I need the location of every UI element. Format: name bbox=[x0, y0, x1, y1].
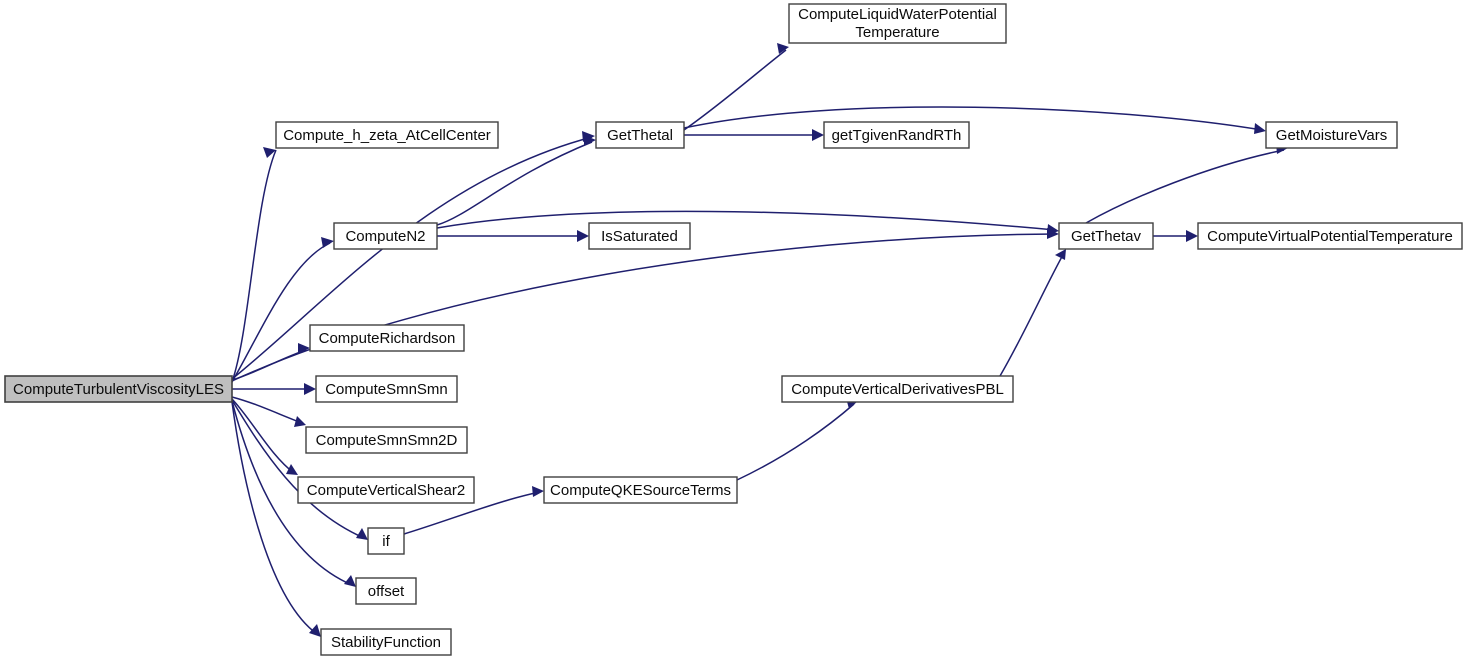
arrowhead-icon bbox=[298, 343, 310, 354]
node-cvpt[interactable]: ComputeVirtualPotentialTemperature bbox=[1197, 222, 1463, 250]
node-label-stab: StabilityFunction bbox=[331, 634, 441, 651]
node-box-smn2d[interactable] bbox=[305, 426, 468, 454]
arrowhead-icon bbox=[777, 43, 789, 54]
node-box-smn[interactable] bbox=[315, 375, 458, 403]
node-vdpbl[interactable]: ComputeVerticalDerivativesPBL bbox=[781, 375, 1014, 403]
node-layer: ComputeTurbulentViscosityLES Compute_h_ze… bbox=[4, 3, 1463, 656]
arrowhead-icon bbox=[286, 464, 298, 475]
edge-root-to-stab bbox=[231, 401, 318, 635]
arrowhead-icon bbox=[584, 135, 596, 146]
edge-thetal-to-clwpt1 bbox=[683, 49, 787, 131]
node-box-vdpbl[interactable] bbox=[781, 375, 1014, 403]
edge-root-to-if bbox=[231, 399, 365, 539]
node-stab[interactable]: StabilityFunction bbox=[320, 628, 452, 656]
node-box-rich[interactable] bbox=[309, 324, 465, 352]
node-shear[interactable]: ComputeVerticalShear2 bbox=[297, 476, 475, 504]
node-box-stab[interactable] bbox=[320, 628, 452, 656]
edge-if-to-qke bbox=[403, 491, 541, 535]
node-label-clwpt1: ComputeLiquidWaterPotential bbox=[798, 6, 997, 23]
node-box-issat[interactable] bbox=[588, 222, 691, 250]
edge-root-to-smn2d bbox=[231, 396, 303, 424]
node-box-offset[interactable] bbox=[355, 577, 417, 605]
node-box-thetal[interactable] bbox=[595, 121, 685, 149]
node-if[interactable]: if bbox=[367, 527, 405, 555]
edge-root-to-rich bbox=[231, 349, 307, 381]
arrowhead-icon bbox=[294, 416, 306, 427]
node-qke[interactable]: ComputeQKESourceTerms bbox=[543, 476, 738, 504]
node-label-thetal: GetThetal bbox=[607, 127, 673, 144]
node-thetal[interactable]: GetThetal bbox=[595, 121, 685, 149]
arrowhead-icon bbox=[1186, 230, 1198, 242]
node-label-clwpt1-line2: Temperature bbox=[855, 24, 939, 41]
node-box-qke[interactable] bbox=[543, 476, 738, 504]
node-rich[interactable]: ComputeRichardson bbox=[309, 324, 465, 352]
arrowhead-icon bbox=[532, 486, 544, 497]
arrowhead-icon bbox=[304, 383, 316, 395]
arrowhead-icon bbox=[309, 624, 321, 637]
node-label-issat: IsSaturated bbox=[601, 228, 678, 245]
node-label-qke: ComputeQKESourceTerms bbox=[550, 482, 731, 499]
node-offset[interactable]: offset bbox=[355, 577, 417, 605]
node-label-n2: ComputeN2 bbox=[345, 228, 425, 245]
node-box-clwpt1[interactable] bbox=[788, 3, 1007, 44]
edge-n2-to-thetav bbox=[436, 210, 1056, 231]
node-label-root: ComputeTurbulentViscosityLES bbox=[13, 381, 224, 398]
node-box-n2[interactable] bbox=[333, 222, 438, 250]
node-smn[interactable]: ComputeSmnSmn bbox=[315, 375, 458, 403]
node-hzeta[interactable]: Compute_h_zeta_AtCellCenter bbox=[275, 121, 499, 149]
edge-vdpbl-to-thetav bbox=[999, 252, 1065, 377]
edge-root-to-offset bbox=[231, 400, 353, 586]
node-box-moist[interactable] bbox=[1265, 121, 1398, 149]
edge-qke-to-vdpbl bbox=[736, 403, 855, 481]
node-issat[interactable]: IsSaturated bbox=[588, 222, 691, 250]
node-smn2d[interactable]: ComputeSmnSmn2D bbox=[305, 426, 468, 454]
arrowhead-icon bbox=[1254, 123, 1266, 134]
node-box-root[interactable] bbox=[4, 375, 233, 403]
node-label-offset: offset bbox=[368, 583, 405, 600]
edge-root-to-hzeta bbox=[231, 149, 277, 383]
arrowhead-icon bbox=[812, 129, 824, 141]
node-label-tgiven: getTgivenRandRTh bbox=[832, 127, 962, 144]
node-n2[interactable]: ComputeN2 bbox=[333, 222, 438, 250]
node-box-if[interactable] bbox=[367, 527, 405, 555]
edge-layer bbox=[231, 43, 1288, 637]
arrowhead-icon bbox=[344, 575, 356, 587]
arrowhead-icon bbox=[1055, 249, 1066, 260]
edge-thetav-to-moist bbox=[1085, 149, 1285, 224]
edge-root-to-shear bbox=[231, 398, 295, 474]
node-label-smn: ComputeSmnSmn bbox=[325, 381, 448, 398]
edge-n2-to-thetal bbox=[436, 141, 593, 226]
node-tgiven[interactable]: getTgivenRandRTh bbox=[823, 121, 970, 149]
node-label-vdpbl: ComputeVerticalDerivativesPBL bbox=[791, 381, 1004, 398]
node-box-cvpt[interactable] bbox=[1197, 222, 1463, 250]
arrowhead-icon bbox=[1047, 224, 1059, 235]
arrowhead-icon bbox=[356, 528, 368, 540]
node-label-smn2d: ComputeSmnSmn2D bbox=[316, 432, 458, 449]
node-label-thetav: GetThetav bbox=[1071, 228, 1142, 245]
node-label-hzeta: Compute_h_zeta_AtCellCenter bbox=[283, 127, 491, 144]
node-label-shear: ComputeVerticalShear2 bbox=[307, 482, 465, 499]
node-thetav[interactable]: GetThetav bbox=[1058, 222, 1154, 250]
edge-thetal-to-moist bbox=[683, 106, 1263, 131]
arrowhead-icon bbox=[263, 147, 276, 158]
node-label-moist: GetMoistureVars bbox=[1276, 127, 1387, 144]
node-label-cvpt: ComputeVirtualPotentialTemperature bbox=[1207, 228, 1453, 245]
node-root[interactable]: ComputeTurbulentViscosityLES bbox=[4, 375, 233, 403]
edge-root-to-n2 bbox=[231, 242, 331, 383]
node-box-thetav[interactable] bbox=[1058, 222, 1154, 250]
arrowhead-icon bbox=[321, 237, 334, 248]
arrowhead-icon bbox=[577, 230, 589, 242]
node-label-if: if bbox=[382, 533, 390, 550]
node-moist[interactable]: GetMoistureVars bbox=[1265, 121, 1398, 149]
node-box-hzeta[interactable] bbox=[275, 121, 499, 149]
node-box-shear[interactable] bbox=[297, 476, 475, 504]
node-box-tgiven[interactable] bbox=[823, 121, 970, 149]
edge-root-to-thetav bbox=[231, 233, 1056, 382]
node-label-rich: ComputeRichardson bbox=[319, 330, 456, 347]
